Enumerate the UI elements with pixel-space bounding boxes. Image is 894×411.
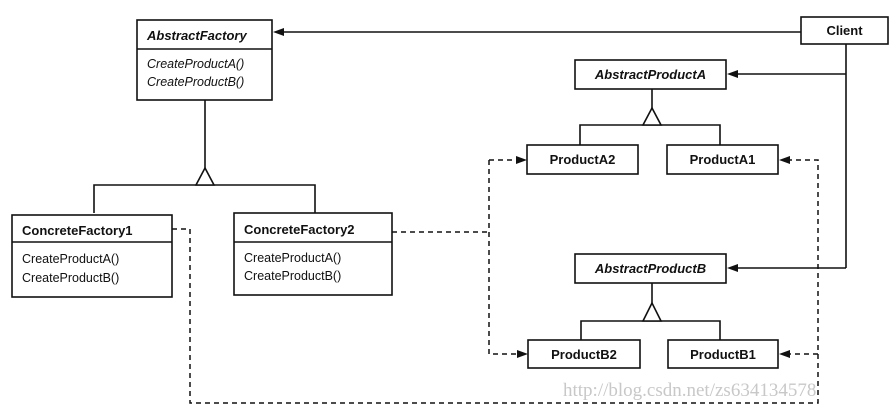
class-name: ProductA2 bbox=[550, 152, 616, 167]
class-product-b2[interactable]: ProductB2 bbox=[527, 339, 641, 369]
class-name: AbstractFactory bbox=[146, 28, 247, 43]
arrowhead-icon bbox=[517, 350, 528, 358]
inheritance-triangle-icon bbox=[641, 301, 663, 322]
creates-dependencies bbox=[172, 156, 819, 404]
class-abstract-factory[interactable]: AbstractFactory CreateProductA() CreateP… bbox=[136, 19, 273, 101]
class-name: ProductA1 bbox=[690, 152, 756, 167]
class-concrete-factory-1[interactable]: ConcreteFactory1 CreateProductA() Create… bbox=[11, 214, 173, 298]
operation: CreateProductB() bbox=[244, 269, 341, 283]
inheritance-triangle-icon bbox=[194, 166, 216, 186]
class-abstract-product-a[interactable]: AbstractProductA bbox=[574, 59, 727, 90]
class-name: ConcreteFactory1 bbox=[22, 223, 133, 238]
client-associations bbox=[273, 28, 847, 272]
class-name: AbstractProductB bbox=[594, 261, 706, 276]
class-product-a2[interactable]: ProductA2 bbox=[526, 144, 639, 175]
class-name: ConcreteFactory2 bbox=[244, 222, 355, 237]
productB-inheritance bbox=[580, 283, 721, 340]
class-name: Client bbox=[826, 23, 863, 38]
operation: CreateProductA() bbox=[147, 57, 244, 71]
class-client[interactable]: Client bbox=[800, 16, 889, 45]
class-product-b1[interactable]: ProductB1 bbox=[667, 339, 779, 369]
operation: CreateProductA() bbox=[244, 251, 341, 265]
arrowhead-icon bbox=[727, 70, 738, 78]
class-concrete-factory-2[interactable]: ConcreteFactory2 CreateProductA() Create… bbox=[233, 212, 393, 296]
operation: CreateProductB() bbox=[147, 75, 244, 89]
factory-inheritance bbox=[93, 100, 316, 213]
productA-inheritance bbox=[579, 89, 721, 145]
arrowhead-icon bbox=[273, 28, 284, 36]
class-name: ProductB1 bbox=[690, 347, 756, 362]
watermark: http://blog.csdn.net/zs634134578 bbox=[563, 380, 816, 401]
arrowhead-icon bbox=[779, 156, 790, 164]
class-product-a1[interactable]: ProductA1 bbox=[666, 144, 779, 175]
arrowhead-icon bbox=[779, 350, 790, 358]
operation: CreateProductB() bbox=[22, 271, 119, 285]
class-abstract-product-b[interactable]: AbstractProductB bbox=[574, 253, 727, 284]
operation: CreateProductA() bbox=[22, 252, 119, 266]
class-name: ProductB2 bbox=[551, 347, 617, 362]
inheritance-triangle-icon bbox=[641, 106, 663, 126]
arrowhead-icon bbox=[516, 156, 527, 164]
arrowhead-icon bbox=[727, 264, 738, 272]
class-name: AbstractProductA bbox=[594, 67, 706, 82]
